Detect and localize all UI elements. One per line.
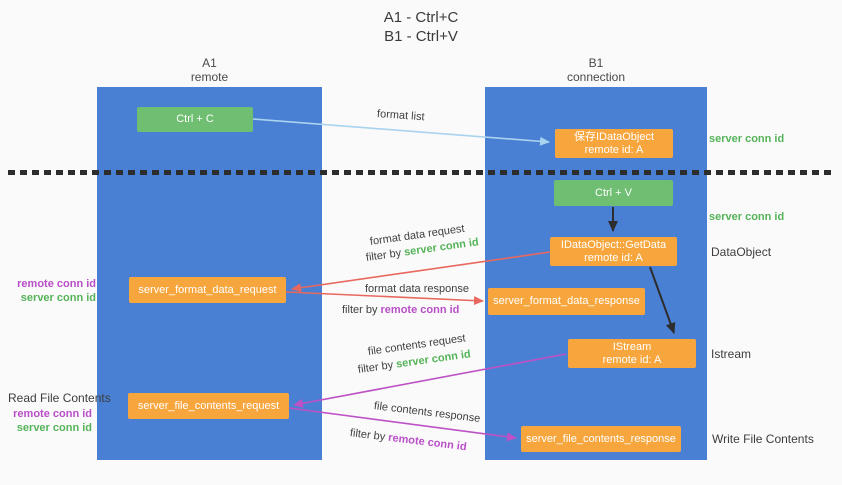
remote-conn-id-annotation-format: remote conn id — [17, 278, 96, 290]
getdata-line2: remote id: A — [584, 251, 643, 264]
lifeline-b1-role: connection — [566, 70, 626, 84]
arrow-format-list — [252, 118, 550, 146]
server-format-data-response-node: server_format_data_response — [488, 288, 645, 315]
server-file-contents-response-node: server_file_contents_response — [521, 426, 681, 452]
lifeline-header-a1: A1 remote — [97, 56, 322, 84]
ctrl-v-label: Ctrl + V — [595, 186, 632, 199]
arrow-format-data-request — [291, 251, 551, 293]
lifeline-header-b1: B1 connection — [485, 56, 707, 84]
server-file-contents-request-node: server_file_contents_request — [128, 393, 289, 419]
format-data-response-filter-label: filter by remote conn id — [342, 304, 459, 316]
format-data-response-label: format data response — [365, 283, 469, 295]
server-conn-id-annotation-top: server conn id — [709, 133, 785, 145]
filter-by-text: filter by — [342, 304, 378, 316]
istream-line1: IStream — [612, 340, 652, 353]
arrow-getdata-to-istream — [649, 266, 676, 334]
arrow-file-contents-request — [293, 353, 567, 408]
arrow-format-data-response — [285, 291, 484, 306]
server-conn-id-annotation-file: server conn id — [16, 422, 92, 434]
save-idataobject-line1: 保存IDataObject — [573, 130, 655, 143]
istream-annotation: Istream — [711, 347, 752, 361]
server-format-data-request-label: server_format_data_request — [138, 283, 277, 296]
istream-node: IStream remote id: A — [568, 339, 696, 368]
lifeline-a1-role: remote — [190, 70, 229, 84]
phase-separator-dotted-line — [8, 170, 836, 175]
getdata-line1: IDataObject::GetData — [560, 238, 667, 251]
server-file-contents-response-label: server_file_contents_response — [526, 432, 676, 445]
istream-line2: remote id: A — [602, 353, 662, 366]
write-file-contents-annotation: Write File Contents — [712, 432, 814, 446]
remote-conn-id-key: remote conn id — [380, 304, 460, 316]
idataobject-getdata-node: IDataObject::GetData remote id: A — [550, 237, 677, 266]
ctrl-v-button: Ctrl + V — [554, 180, 673, 206]
ctrl-c-button: Ctrl + C — [137, 107, 253, 132]
server-format-data-response-label: server_format_data_response — [493, 295, 640, 307]
title-line-1: A1 - Ctrl+C — [383, 9, 459, 26]
arrow-file-contents-response — [288, 407, 517, 442]
lifeline-b1-name: B1 — [588, 56, 604, 70]
read-file-contents-annotation: Read File Contents — [8, 391, 111, 405]
dataobject-annotation: DataObject — [711, 245, 772, 259]
ctrl-c-label: Ctrl + C — [176, 113, 214, 125]
remote-conn-id-annotation-file: remote conn id — [13, 408, 92, 420]
server-file-contents-request-label: server_file_contents_request — [137, 399, 280, 412]
lifeline-a1-name: A1 — [202, 56, 217, 70]
server-conn-id-annotation-mid: server conn id — [709, 211, 785, 223]
diagram-title: A1 - Ctrl+C B1 - Ctrl+V — [0, 8, 842, 46]
title-line-2: B1 - Ctrl+V — [384, 28, 458, 45]
server-format-data-request-node: server_format_data_request — [129, 277, 286, 303]
save-idataobject-node: 保存IDataObject remote id: A — [555, 129, 673, 158]
server-conn-id-annotation-format: server conn id — [20, 292, 96, 304]
save-idataobject-line2: remote id: A — [584, 143, 644, 156]
